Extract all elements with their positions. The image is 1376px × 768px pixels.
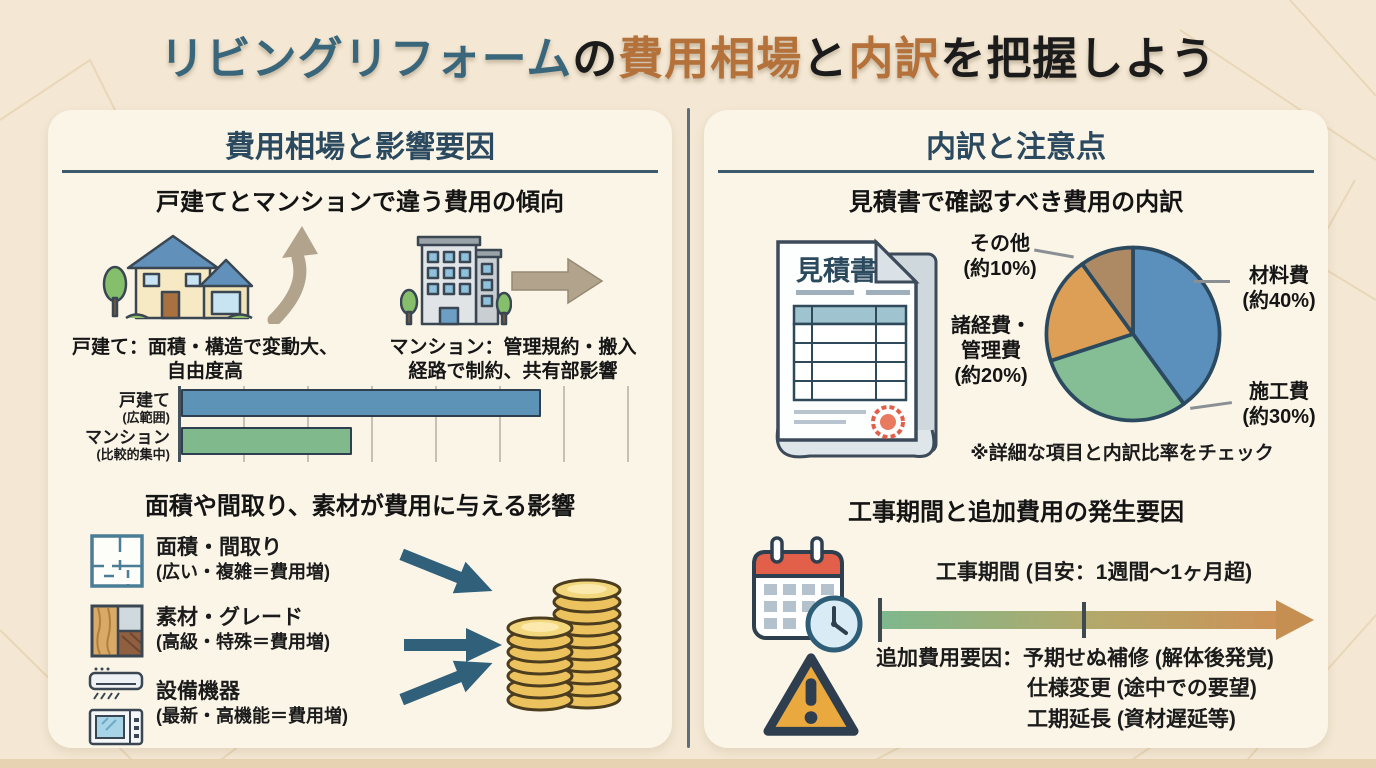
timeline-mid-tick <box>1082 602 1086 638</box>
bar-mansion <box>181 427 352 455</box>
house-caption: 戸建て：面積・構造で変動大、 自由度高 <box>71 337 338 383</box>
building-caption: マンション：管理規約・搬入 経路で制約、共有部影響 <box>389 337 637 383</box>
title-segment: 費用相場 <box>618 33 803 84</box>
curved-up-arrow-icon <box>267 226 318 324</box>
pie-label-other: その他 (約10%) <box>963 233 1037 280</box>
additional-cost-factors: 追加費用要因：予期せぬ補修 (解体後発覚) 仕様変更 (途中での要望) 工期延長… <box>876 644 1322 735</box>
panel-divider <box>687 108 690 748</box>
cost-factor-line-1: 追加費用要因：予期せぬ補修 (解体後発覚) <box>876 647 1274 670</box>
apartment-building-icon <box>400 235 512 326</box>
pie-label-overhead: 諸経費・ 管理費 (約20%) <box>951 315 1031 387</box>
cost-breakdown-pie-chart <box>1044 245 1222 423</box>
timeline-start-tick <box>878 598 882 642</box>
title-segment: リビングリフォーム <box>159 33 573 84</box>
timeline-label: 工事期間 (目安：1週間〜1ヶ月超) <box>935 561 1253 584</box>
bottom-accent-strip <box>0 759 1376 768</box>
coin-stacks-icon <box>506 578 622 712</box>
cost-factor-line-3: 工期延長 (資材遅延等) <box>1027 707 1236 731</box>
bar-label-mansion: マンション (比較的集中) <box>85 428 170 462</box>
page-title: リビングリフォームの費用相場と内訳を把握しよう <box>0 22 1376 87</box>
left-panel-title: 費用相場と影響要因 <box>225 131 495 164</box>
left-panel-underline <box>62 170 658 173</box>
right-panel-breakdown: 内訳と注意点 見積書で確認すべき費用の内訳 見積書 その他 (約10%) 材料費… <box>704 110 1328 748</box>
pie-note: ※詳細な項目と内訳比率をチェック <box>970 443 1274 464</box>
pie-slice <box>1131 245 1222 406</box>
right-panel-underline <box>718 170 1314 173</box>
right-arrow-icon <box>511 257 604 305</box>
factor-item-materials: 素材・グレード (高級・特殊＝費用増) <box>156 606 330 653</box>
pie-slice <box>1080 245 1135 336</box>
bar-label-detached: 戸建て (広範囲) <box>119 391 170 425</box>
cost-increase-arrow-3 <box>399 660 493 706</box>
appliances-icon <box>88 667 144 746</box>
bar-detached-house <box>181 389 541 417</box>
title-segment: と <box>802 33 849 84</box>
pie-label-construction: 施工費 (約30%) <box>1242 381 1316 428</box>
right-panel-title: 内訳と注意点 <box>926 131 1106 164</box>
leader-line-materials <box>1194 280 1230 283</box>
warning-triangle-icon <box>763 653 859 736</box>
right-section2-heading: 工事期間と追加費用の発生要因 <box>848 499 1184 526</box>
floorplan-icon <box>90 534 144 588</box>
right-section1-heading: 見積書で確認すべき費用の内訳 <box>848 189 1184 216</box>
cost-factor-line-2: 仕様変更 (途中での要望) <box>1027 677 1257 701</box>
pie-label-materials: 材料費 (約40%) <box>1242 265 1316 312</box>
materials-icon <box>90 604 144 658</box>
left-panel-cost-factors: 費用相場と影響要因 戸建てとマンションで違う費用の傾向 <box>48 110 672 748</box>
pie-slice <box>1044 262 1135 363</box>
factor-item-equipment: 設備機器 (最新・高機能＝費用増) <box>156 680 348 727</box>
cost-increase-arrow-1 <box>399 548 493 594</box>
timeline-arrow <box>878 598 1314 642</box>
title-segment: の <box>572 33 619 84</box>
pie-slice <box>1048 332 1186 423</box>
document-title-text: 見積書 <box>796 256 877 286</box>
title-segment: を把握しよう <box>940 33 1217 84</box>
left-section1-heading: 戸建てとマンションで違う費用の傾向 <box>156 189 564 216</box>
calendar-clock-icon <box>752 536 863 653</box>
cost-range-bar-chart: 戸建て (広範囲) マンション (比較的集中) <box>64 386 660 462</box>
cost-increase-arrow-2 <box>404 628 502 662</box>
bar-chart-track <box>178 386 631 462</box>
house-icon <box>102 234 254 320</box>
left-section2-heading: 面積や間取り、素材が費用に与える影響 <box>144 493 576 520</box>
title-segment: 内訳 <box>848 33 941 84</box>
quotation-document-icon: 見積書 <box>775 238 938 459</box>
factor-item-area: 面積・間取り (広い・複雑＝費用増) <box>156 536 330 583</box>
